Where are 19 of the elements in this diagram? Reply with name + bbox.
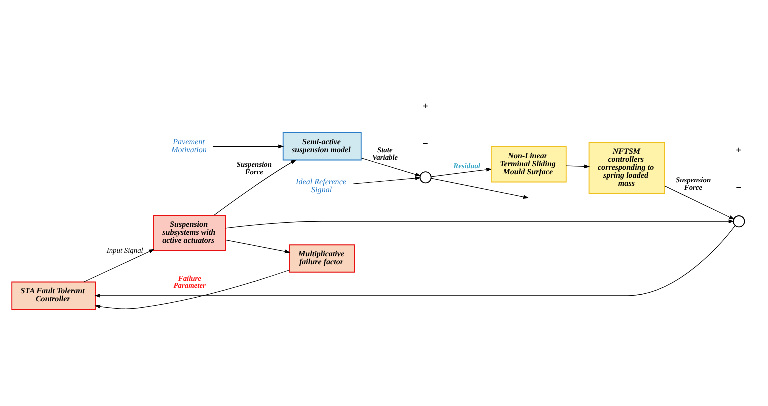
arrow [353, 176, 422, 184]
arrow [225, 220, 734, 229]
arrow [566, 164, 590, 169]
node-circle [420, 172, 432, 184]
arrow [226, 240, 291, 254]
arrow [214, 160, 297, 216]
arrow [84, 249, 155, 283]
arrow [361, 158, 422, 177]
label: + [736, 145, 742, 156]
arrow [431, 168, 492, 178]
node-circle [733, 216, 746, 228]
arrow [94, 225, 736, 298]
arrow [664, 186, 735, 220]
arrow [94, 270, 290, 310]
label: + [422, 101, 428, 112]
label: − [422, 139, 428, 150]
arrow [213, 144, 284, 149]
arrow [431, 178, 530, 200]
label: − [736, 183, 742, 194]
